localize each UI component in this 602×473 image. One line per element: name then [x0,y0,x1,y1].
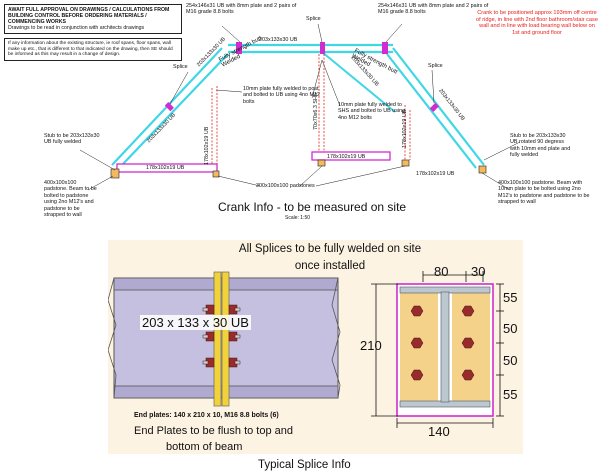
top-plate-note-left: 254x146x31 UB with 8mm plate and 2 pairs… [186,3,297,16]
padstone-left-note: 400x100x100 padstone. Beam to be bolted … [44,180,97,219]
padstone-center-note: 300x100x100 padstones [256,183,315,189]
crank-drawing [79,23,521,191]
ridge-beam [228,43,393,54]
approval-header: AWAIT FULL APPROVAL ON DRAWINGS / CALCUL… [8,7,170,25]
approval-sub: Drawings to be read in conjunction with … [8,25,145,31]
dim-140: 140 [428,424,450,439]
dim-80: 80 [434,264,449,279]
splice-detail-drawing [108,271,504,428]
bottom-tie-center [311,151,391,161]
plate-note-right: 10mm plate fully welded to SHS and bolte… [338,102,406,121]
dim-55-top: 55 [503,290,518,305]
beam-size-label: 203 x 133 x 30 UB [140,315,251,330]
existing-structure-note: If any information about the existing st… [8,41,173,58]
top-plate-note-right: 254x146x31 UB with 8mm plate and 2 pairs… [378,3,489,16]
tie-center-label: 178x102x19 UB [327,154,366,160]
shs-post [318,54,325,152]
splice-title: Typical Splice Info [258,459,351,471]
splice-plate-right-mid [429,102,439,112]
tie-left-label: 178x102x19 UB [146,165,185,171]
ridge-beam-label: 203x133x30 UB [259,37,298,43]
crank-title: Crank Info - to be measured on site [218,200,407,214]
splice-plate-top [320,42,325,54]
right-post-label: 178x102x19 UB [402,109,408,148]
dim-30: 30 [471,264,486,279]
left-post [211,86,218,164]
dim-50-b: 50 [503,353,518,368]
padstone-right-note: 400x100x100 padstone. Beam with 10mm pla… [498,180,590,206]
stub-left-note: Stub to be 203x133x30 UB fully welded [44,133,100,146]
end-plate-section [396,283,494,417]
dim-210: 210 [360,338,382,353]
crank-scale: Scale: 1:50 [285,215,311,221]
flush-note-1: End Plates to be flush to top and [134,425,294,437]
splice-weld-note-2: once installed [294,260,366,272]
padstone-center-2 [317,159,326,167]
right-inner-rafter [321,51,396,113]
shs-post-label: 70x70x6.3 SHS [313,92,319,130]
padstone-left [110,168,120,179]
splice-plate-left-mid [164,102,174,112]
flush-note-2: bottom of beam [166,441,243,453]
padstone-center-3 [401,159,410,167]
end-plates-spec: End plates: 140 x 210 x 10, M16 8.8 bolt… [134,412,279,419]
section-bolts [410,305,475,381]
dim-55-bottom: 55 [503,387,518,402]
splice-weld-note-1: All Splices to be fully welded on site [238,243,422,255]
splice-bolts [202,304,241,368]
crank-position-note: Crank to be positioned approx 193mm off … [476,10,598,36]
splice-label-right: Splice [428,63,443,69]
bottom-tie-left [116,163,218,173]
padstone-center-1 [212,170,220,178]
splice-plate-left-top [236,42,242,54]
dimension-lines [371,271,504,428]
leader-lines [79,23,521,191]
padstone-right [478,165,487,174]
right-post [404,105,411,160]
splice-plate-right-top [382,42,388,54]
splice-label-left: Splice [173,64,188,70]
plate-note-left: 10mm plate fully welded to post and bolt… [243,86,321,105]
left-post-label: 178x102x19 UB [204,126,210,165]
stub-right-note: Stub to be 203x133x30 UB rotated 90 degr… [510,133,571,159]
existing-structure-note-box: If any information about the existing st… [4,38,182,61]
splice-label-top: Splice [306,16,321,22]
approval-note-box: AWAIT FULL APPROVAL ON DRAWINGS / CALCUL… [4,4,182,34]
dim-50-a: 50 [503,321,518,336]
tie-right-label: 178x102x19 UB [416,171,455,177]
